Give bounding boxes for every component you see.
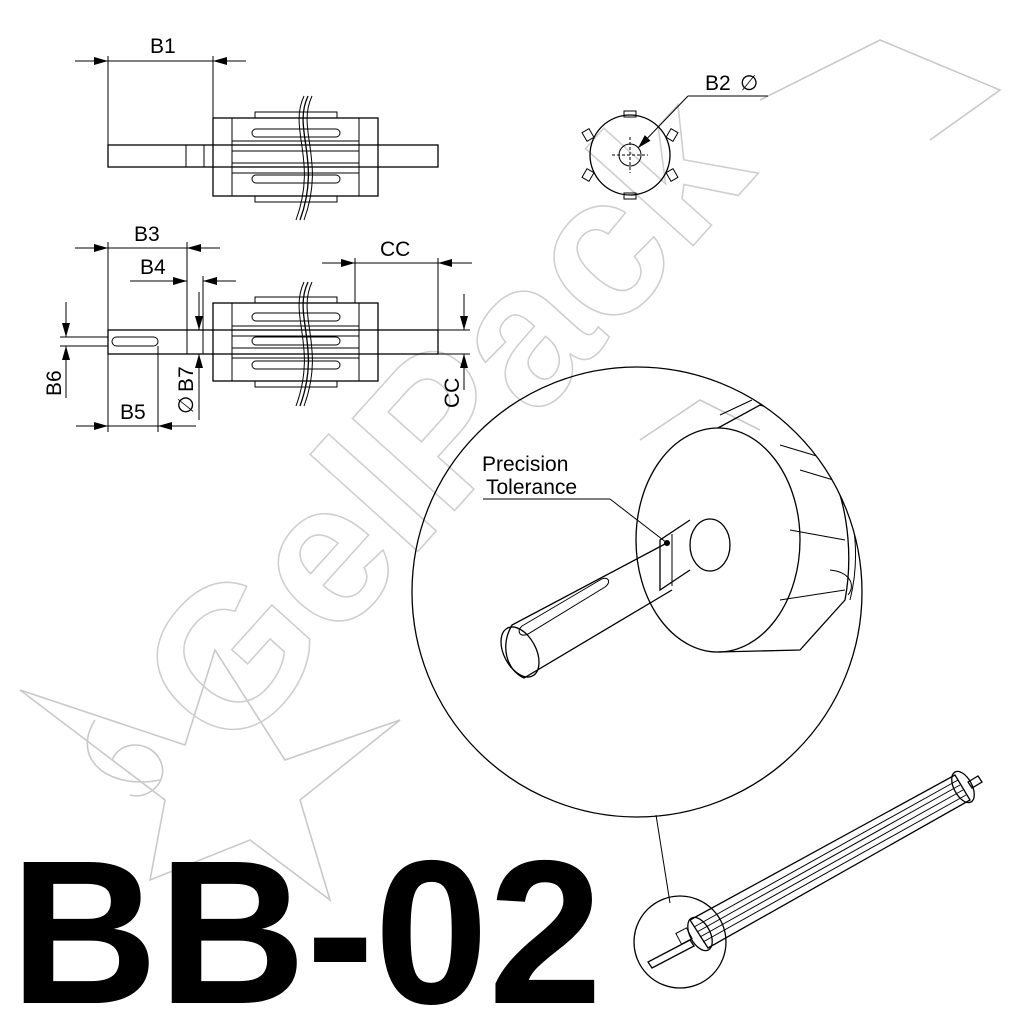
dim-b3-label: B3 xyxy=(134,223,160,246)
dim-b2-label: B2 xyxy=(705,72,731,95)
watermark-brand: GelPack xyxy=(96,52,790,788)
end-view: B2 ∅ xyxy=(581,72,768,200)
callout-line-2: Tolerance xyxy=(486,476,577,499)
dim-b1-label: B1 xyxy=(150,35,176,58)
dim-cc-side-label: CC xyxy=(441,378,464,408)
isometric-roller xyxy=(633,770,983,989)
dim-b5-label: B5 xyxy=(120,401,146,424)
watermark-star xyxy=(19,648,401,903)
dim-b7-label: B7 xyxy=(175,366,198,392)
dim-b7-diameter-symbol: ∅ xyxy=(175,396,198,414)
side-view: B3 B4 CC CC B6 B7 ∅ xyxy=(43,223,472,432)
detail-circle xyxy=(411,366,863,818)
model-code: BB-02 xyxy=(10,818,602,1024)
detail-connector xyxy=(655,814,671,904)
callout-line-1: Precision xyxy=(482,453,568,476)
dim-b2-diameter-symbol: ∅ xyxy=(740,72,758,95)
top-view: B1 xyxy=(75,35,439,221)
dim-b6-label: B6 xyxy=(43,370,66,396)
dim-cc-top-label: CC xyxy=(380,238,410,261)
dim-b4-label: B4 xyxy=(140,256,166,279)
detail-marker-circle xyxy=(633,895,727,989)
